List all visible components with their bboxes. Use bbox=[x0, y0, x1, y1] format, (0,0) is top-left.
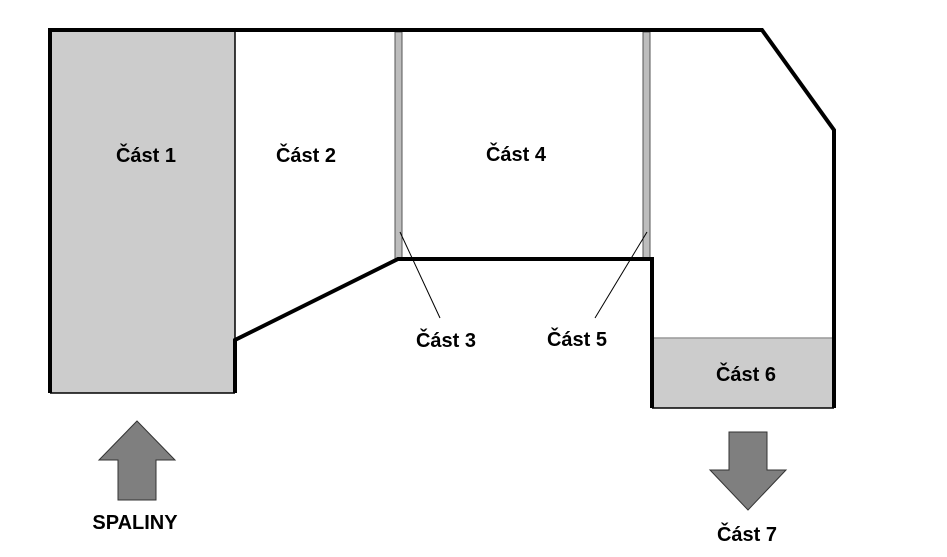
arrow-up-icon bbox=[97, 420, 177, 501]
inner-wall-outline bbox=[233, 257, 654, 408]
label-part-7: Část 7 bbox=[717, 522, 777, 546]
section-6-fill bbox=[652, 338, 834, 408]
label-inlet: SPALINY bbox=[92, 512, 178, 534]
label-part-4: Část 4 bbox=[486, 142, 547, 166]
section-3-wall bbox=[394, 31, 403, 260]
leader-line-part-3 bbox=[399, 231, 441, 319]
label-part-1: Část 1 bbox=[116, 143, 176, 167]
label-part-6: Část 6 bbox=[716, 362, 776, 386]
section-5-wall bbox=[642, 31, 651, 260]
boiler-outline bbox=[48, 28, 836, 408]
label-part-2: Část 2 bbox=[276, 143, 336, 167]
section-1-fill bbox=[50, 30, 235, 393]
label-part-5: Část 5 bbox=[547, 327, 607, 351]
leader-line-part-5 bbox=[594, 231, 648, 319]
arrow-down-icon bbox=[708, 431, 788, 511]
label-part-3: Část 3 bbox=[416, 328, 476, 352]
